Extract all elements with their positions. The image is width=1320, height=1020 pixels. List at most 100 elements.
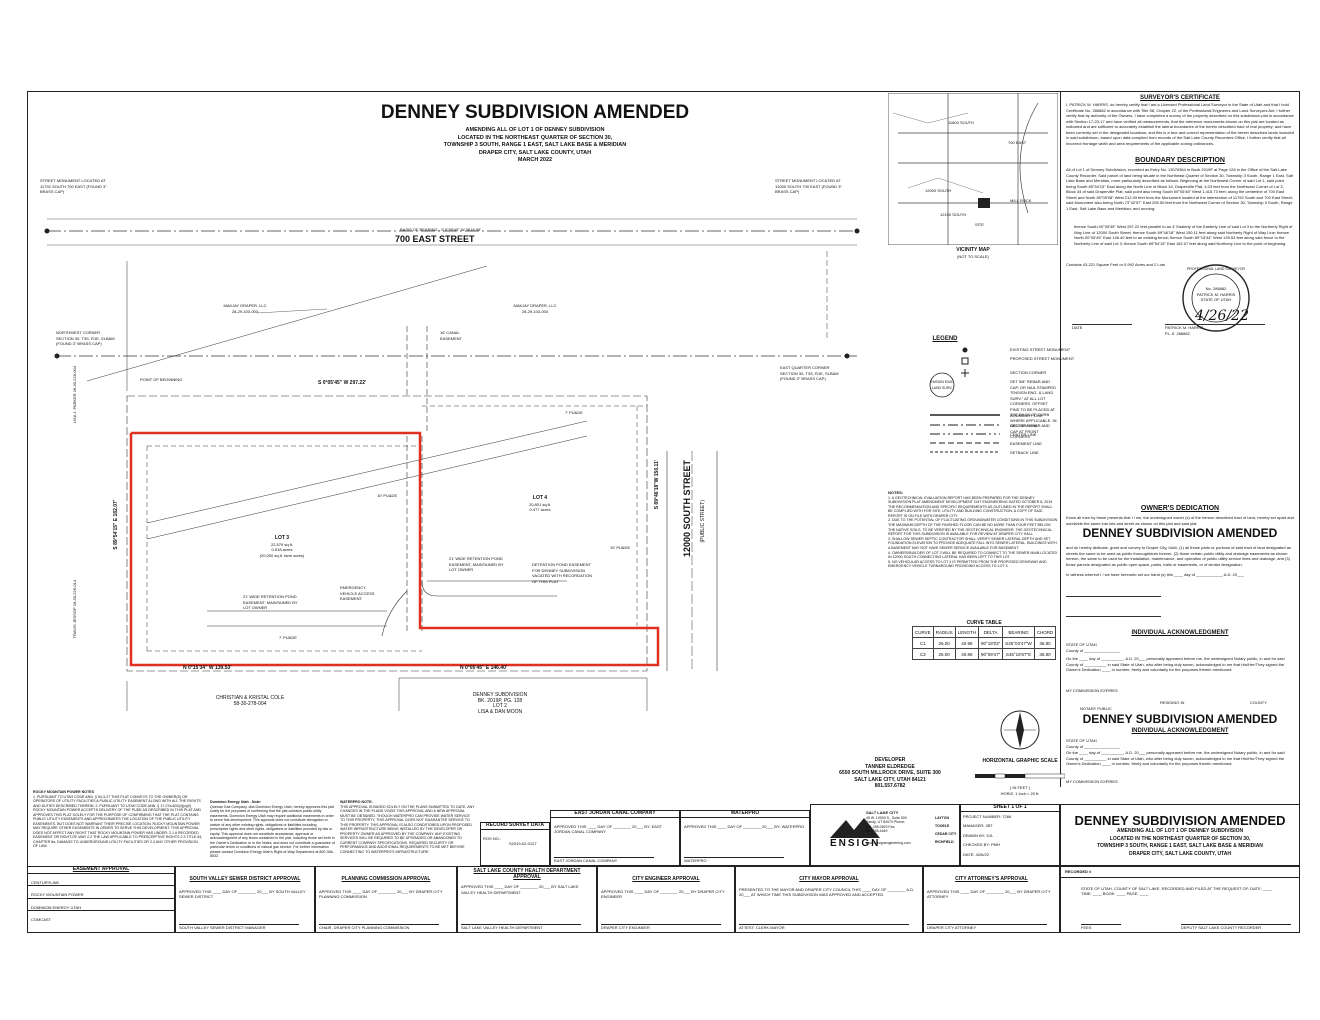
plat-drawing [44,218,860,711]
ack-title-1: INDIVIDUAL ACKNOWLEDGMENT [1131,630,1229,636]
puse-label-3: 10' PU&DE [610,545,631,550]
legend-title: LEGEND [932,336,958,342]
attorney-approval: CITY ATTORNEY'S APPROVAL APPROVED THIS _… [923,866,1060,933]
puse-label-1: 7' PU&DE [565,410,583,415]
west-owner-2: TRAVIS JESSOP 28-30-226-014 [72,580,77,639]
northwest-corner-label: NORTHWEST CORNER SECTION 30, T3S, R1E, S… [56,330,115,346]
boundary-line [129,431,660,667]
dedication-witness: In witness whereof I / we have hereunto … [1066,572,1244,577]
section-corner-nw [54,353,60,359]
north-arrow-icon [1000,710,1040,750]
surveyor-text: I, PATRICK M. HARRIS, do hereby certify … [1066,102,1294,146]
title-block: DENNEY SUBDIVISION AMENDED AMENDING ALL … [1060,804,1300,866]
vicinity-label-millrock: MILL ROCK [1010,198,1032,203]
legend-item-7: CENTER LINE [1010,432,1037,437]
sheet-info-box: SHEET 1 OF 1 PROJECT NUMBER: 7266 MANAGE… [960,804,1060,866]
bearing-south-e: N 0°05'45" E 146.40' [460,665,508,671]
planning-approval: PLANNING COMMISSION APPROVAL APPROVED TH… [315,866,457,933]
west-owner-1: LISA J. PARKER 28-30-226-004 [72,366,77,424]
ack-notary-1: NOTARY PUBLIC [1080,706,1112,711]
emergency-access-note: EMERGENCY VEHICLE ACCESS EASEMENT [340,585,375,601]
lot-3-label: LOT 3 22,579 sq.ft. 0.518 acres (20,000 … [259,535,305,558]
seal-ring: PROFESSIONAL LAND SURVEYOR [1187,267,1245,271]
waterpro-note: WATERPRO NOTE: THIS APPROVAL IS BASED SO… [340,800,475,854]
legend-item-3: SECTION CORNER [1010,370,1047,375]
site-marker [978,198,990,208]
point-of-beginning: POINT OF BEGINNING [140,377,183,382]
legend-item-4: SET 5/8" REBAR AND CAP, OR NAIL STAMPED … [1010,379,1057,439]
surveyor-title: SURVEYOR'S CERTIFICATE [1140,95,1220,101]
dominion-note: Dominion Energy Utah - Note: Questar Gas… [210,800,335,858]
date-line: DATE [1072,324,1132,331]
retention-note-1: 21' WIDE RETENTION POND EASEMENT, MAINTA… [449,556,504,572]
ack-commission-1: MY COMMISSION EXPIRES [1066,688,1118,693]
street-monument-east [854,228,860,234]
owner-signature-line[interactable] [1066,590,1161,597]
sewer-approval: SOUTH VALLEY SEWER DISTRICT APPROVAL APP… [175,866,315,933]
street-700-east: 700 EAST STREET [395,234,475,244]
vicinity-label-12150: 12150 SOUTH [940,212,967,217]
easement-approval: EASEMENT APPROVAL CENTURYLINK ROCKY MOUN… [27,866,175,933]
ensign-name: ENSIGN [830,838,881,849]
ensign-logo-icon [830,818,880,838]
bearing-south-w: N 0°15'34" W 139.53' [183,665,232,671]
legend-item-6: SECTION LINE [1010,423,1038,428]
east-jordan-box: EAST JORDAN CANAL COMPANY APPROVED THIS … [550,810,680,866]
boundary-courses: thence South 00°05'45" West 297.22 feet … [1074,224,1293,246]
legend-symbols [929,347,1000,453]
right-panel [1060,91,1300,787]
mayor-approval: CITY MAYOR APPROVAL PRESENTED TO THE MAY… [735,866,923,933]
canal-easement: 16' CANAL EASEMENT [440,330,463,341]
bearing-north: S 0°05'45" W 297.22' [318,380,367,386]
boundary-title: BOUNDARY DESCRIPTION [1135,157,1225,164]
legend-stamp: ENSIGN ENG. LAND SURV. [930,380,954,390]
east-quarter-corner-label: EAST QUARTER CORNER SECTION 30, T3S, R1E… [780,365,839,381]
scale-title: HORIZONTAL GRAPHIC SCALE [982,758,1058,764]
legend-item-1: EXISTING STREET MONUMENT [1010,347,1071,352]
section-corner-e [844,353,850,359]
detention-note: DETENTION POND EASEMENT FOR DENNEY SUBDI… [532,562,592,584]
ensign-block [810,804,960,866]
ensign-web: www.ensignengineering.com [866,841,911,845]
developer-block: DEVELOPER TANNER ELDREDGE 6550 SOUTH MIL… [839,757,941,789]
retention-note-2: 21' WIDE RETENTION POND EASEMENT, MAINTA… [243,594,298,610]
scale-unit: ( IN FEET ) [1009,785,1031,790]
dedication-name-2: DENNEY SUBDIVISION AMENDED [1082,712,1278,726]
west-monument-label: STREET MONUMENT LOCATED AT 11792 SOUTH 7… [40,178,107,194]
ack-county-1: COUNTY [1250,700,1267,705]
street-12000-south-sub: (PUBLIC STREET) [700,500,706,543]
vicinity-label-12000: 12000 SOUTH [925,188,952,193]
ack-commission-2: MY COMMISSION EXPIRES [1066,779,1118,784]
ensign-address: 45 W. 10000 S., Suite 500 Sandy, UT 8407… [866,816,907,834]
bearing-east: S 89°46'18"W 150.11' [654,460,660,510]
east-monument-label: STREET MONUMENT LOCATED AT 12000 SOUTH 7… [775,178,842,194]
notes-block: NOTES: 1. A GEOTECHNICAL EVALUATION REPO… [888,490,1058,569]
legend-item-8: EASEMENT LINE [1010,441,1042,446]
lot-4-label: LOT 4 20,801 sq.ft. 0.477 acres [528,495,551,512]
scale-ratio: HORIZ. 1 inch = 20 ft. [1000,791,1040,796]
ack-title-2: INDIVIDUAL ACKNOWLEDGMENT [1131,728,1229,734]
puse-label-4: 7' PU&DE [279,635,297,640]
record-survey-box: RECORD SURVEY DATA ROS NO.: S2019-02-012… [480,822,550,866]
street-monument-west [44,228,50,234]
legend-item-9: SETBACK LINE [1010,450,1039,455]
vicinity-label-11800: 11800 SOUTH [948,120,974,125]
engineer-approval: CITY ENGINEER APPROVAL APPROVED THIS ___… [597,866,735,933]
owner-signature-line[interactable] [1066,610,1161,617]
dedication-intro: Know all men by these presents that I / … [1066,515,1294,526]
plat-subtitle: AMENDING ALL OF LOT 1 OF DENNEY SUBDIVIS… [443,127,627,163]
basis-of-bearing: BASIS OF BEARING - S 0°05'45" W 3618.99' [400,227,482,232]
vicinity-title: VICINITY MAP [956,247,990,253]
ack-body-2: On the ____ day of __________, A.D. 20__… [1066,750,1285,766]
